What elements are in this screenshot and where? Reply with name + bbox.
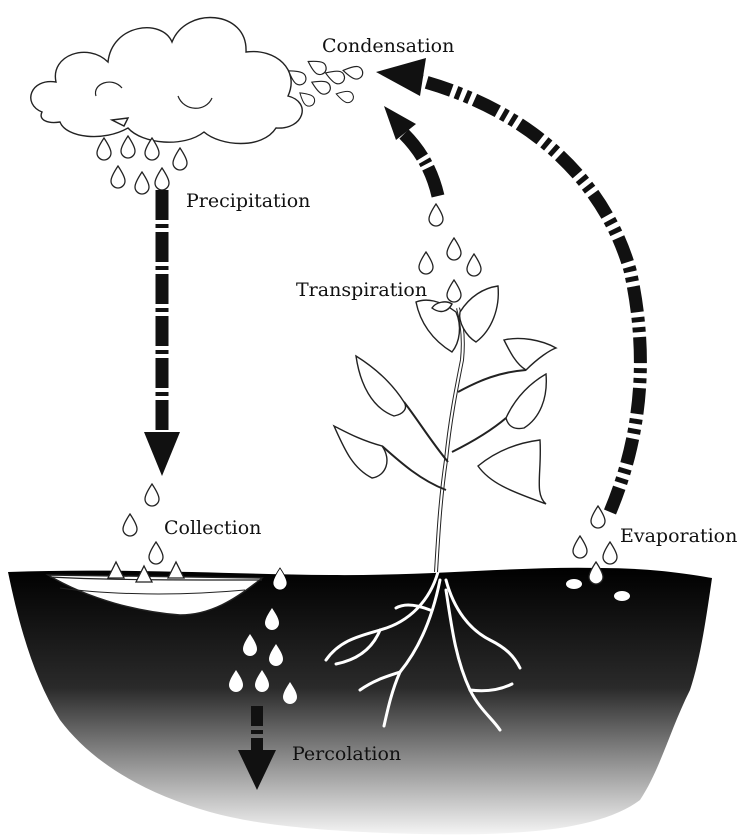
label-condensation: Condensation (322, 35, 454, 57)
transpiration-arrow (384, 106, 438, 196)
precipitation-drops (97, 136, 187, 194)
transpiration-drops (419, 204, 481, 302)
ground (8, 568, 712, 835)
cloud (31, 18, 302, 144)
label-percolation: Percolation (292, 743, 401, 765)
label-transpiration: Transpiration (296, 279, 427, 301)
label-precipitation: Precipitation (186, 190, 310, 212)
label-collection: Collection (164, 517, 261, 539)
label-evaporation: Evaporation (620, 525, 737, 547)
precipitation-arrow (144, 190, 180, 476)
